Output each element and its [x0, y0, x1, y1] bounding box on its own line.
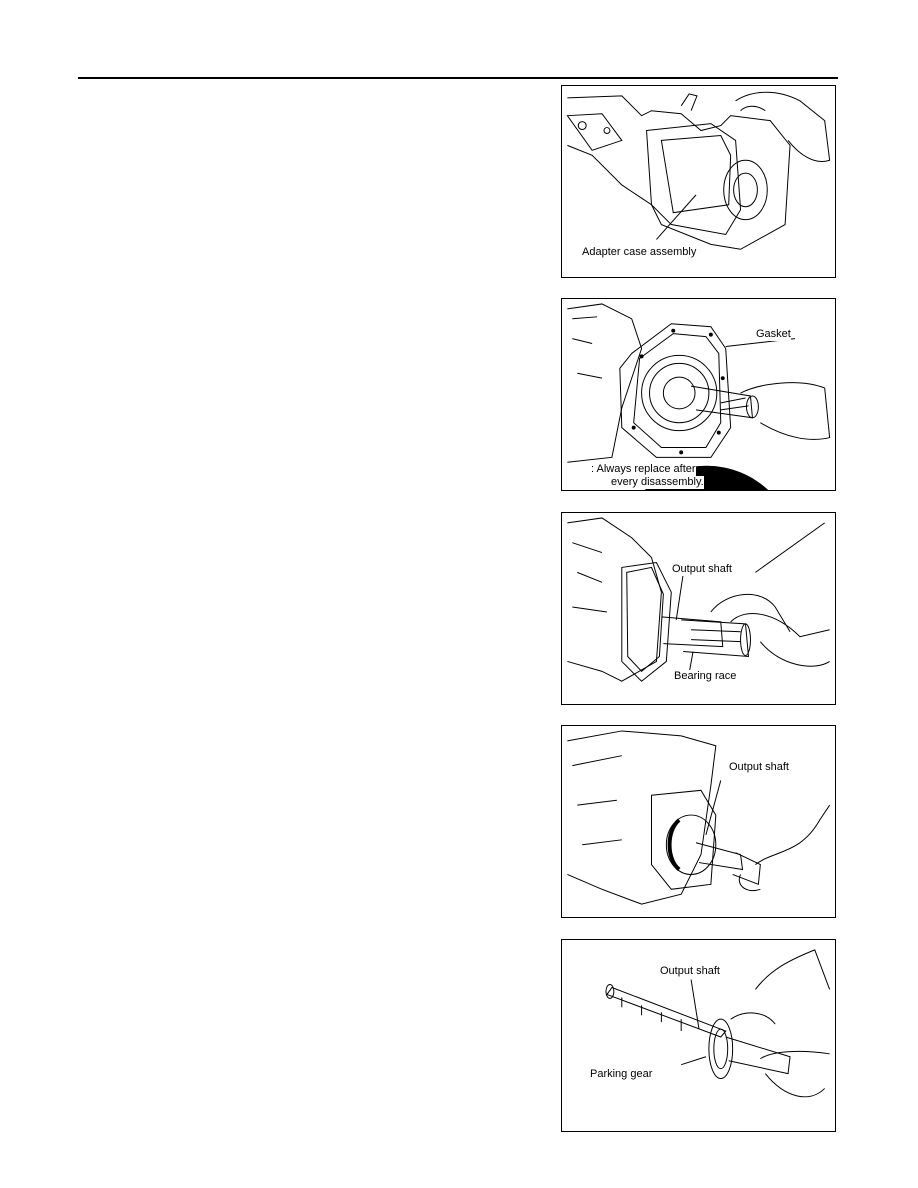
- gasket-illustration: [567, 303, 831, 463]
- bearing-race-illustration: [567, 517, 830, 682]
- output-shaft-illustration: [567, 730, 831, 905]
- parking-gear-illustration: [605, 949, 831, 1098]
- note-line1: : Always replace after: [591, 463, 696, 476]
- note-line2: every disassembly.: [611, 476, 704, 489]
- output-shaft-label: Output shaft: [729, 761, 789, 774]
- header-rule: [78, 77, 838, 79]
- figure-adapter-case: Adapter case assembly: [561, 85, 836, 278]
- gasket-label: Gasket: [756, 328, 791, 341]
- output-shaft-label: Output shaft: [660, 965, 720, 978]
- figure-parking-gear: Output shaft Parking gear: [561, 939, 836, 1132]
- adapter-case-illustration: [566, 91, 831, 250]
- figure-gasket: Gasket : Always replace after every disa…: [561, 298, 836, 491]
- figure-bearing-race: Output shaft Bearing race: [561, 512, 836, 705]
- parking-gear-label: Parking gear: [590, 1068, 653, 1081]
- bearing-race-label: Bearing race: [674, 670, 737, 683]
- adapter-case-label: Adapter case assembly: [582, 246, 697, 259]
- output-shaft-label: Output shaft: [672, 563, 732, 576]
- figure-output-shaft: Output shaft: [561, 725, 836, 918]
